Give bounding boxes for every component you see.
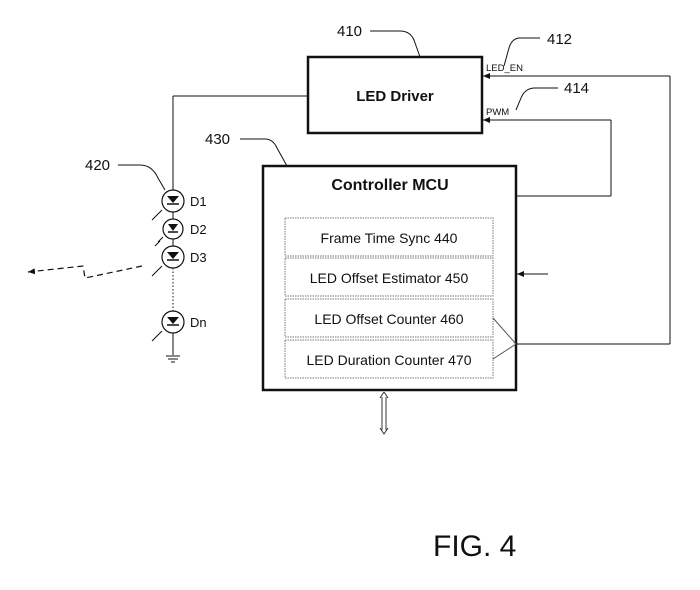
ref-412: 412	[547, 31, 572, 48]
svg-text:LED Offset Estimator 450: LED Offset Estimator 450	[310, 270, 469, 286]
svg-text:LED Duration Counter 470: LED Duration Counter 470	[307, 352, 472, 368]
module-led-duration-counter: LED Duration Counter 470	[284, 339, 494, 379]
signal-led-en-label: LED_EN	[486, 63, 523, 74]
led-driver-label: LED Driver	[356, 88, 434, 105]
ground-icon	[166, 355, 180, 363]
controller-label: Controller MCU	[331, 177, 448, 194]
controller-mcu-block: Controller MCU	[261, 164, 518, 392]
ref-420: 420	[85, 157, 110, 174]
svg-text:D1: D1	[190, 194, 207, 209]
leader-420	[118, 164, 166, 191]
leader-410	[370, 30, 421, 58]
diode-d2: D2	[154, 218, 207, 247]
light-path-arrow	[27, 265, 143, 279]
module-frame-time-sync: Frame Time Sync 440	[284, 217, 494, 257]
bus-arrow	[379, 391, 389, 435]
diode-dn: Dn	[151, 310, 207, 342]
module-led-offset-counter: LED Offset Counter 460	[284, 298, 494, 338]
ref-410: 410	[337, 23, 362, 40]
svg-text:Frame Time Sync 440: Frame Time Sync 440	[321, 230, 458, 246]
svg-text:Dn: Dn	[190, 315, 207, 330]
led-string: 420 D1 D2 D3	[85, 157, 207, 363]
svg-text:LED Offset Counter 460: LED Offset Counter 460	[314, 311, 463, 327]
led-driver-block: LED Driver	[306, 55, 484, 135]
signal-pwm-label: PWM	[486, 107, 509, 118]
svg-text:D3: D3	[190, 250, 207, 265]
figure-caption: FIG. 4	[433, 530, 516, 563]
diode-d1: D1	[151, 189, 207, 221]
ref-430: 430	[205, 131, 230, 148]
leader-414	[515, 87, 558, 111]
leader-430	[240, 138, 288, 167]
svg-text:D2: D2	[190, 222, 207, 237]
ref-414: 414	[564, 80, 589, 97]
diode-d3: D3	[151, 245, 207, 277]
module-led-offset-estimator: LED Offset Estimator 450	[284, 257, 494, 297]
leader-412	[503, 37, 540, 67]
